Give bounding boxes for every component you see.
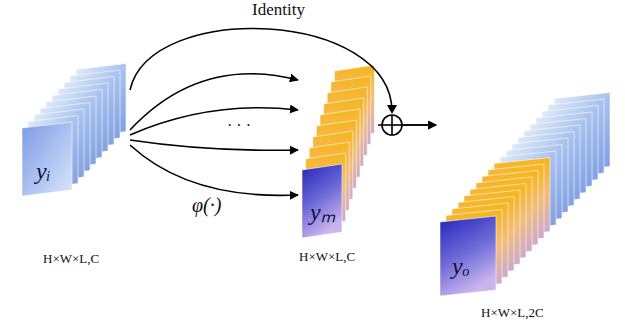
arrow-connector (130, 140, 298, 150)
arrow-connector (130, 108, 298, 135)
arrow-connector (130, 145, 298, 195)
tensor-name: yₒ (452, 254, 470, 278)
feature-slice (440, 216, 496, 296)
arrow-head (387, 105, 397, 114)
ellipsis-mark: · · · (226, 117, 252, 135)
feature-slice (302, 164, 342, 238)
dimension-label: H×W×L,C (298, 250, 356, 264)
sum-circle (382, 115, 402, 135)
arrow-connector (378, 124, 436, 126)
function-label: φ(·) (190, 194, 223, 216)
feature-stack: yₒ (436, 90, 616, 300)
sum-plus (391, 115, 393, 135)
dimension-label: H×W×L,C (42, 252, 100, 266)
feature-stack: yₘ (298, 58, 378, 242)
arrow-connector (130, 29, 436, 125)
tensor-name: yᵢ (36, 159, 50, 183)
feature-stack: yᵢ (18, 55, 130, 200)
edge-label: Identity (250, 1, 307, 20)
tensor-name: yₘ (310, 200, 336, 224)
dimension-label: H×W×L,2C (480, 306, 545, 320)
arrow-connector (130, 74, 298, 130)
feature-slice (22, 122, 72, 196)
